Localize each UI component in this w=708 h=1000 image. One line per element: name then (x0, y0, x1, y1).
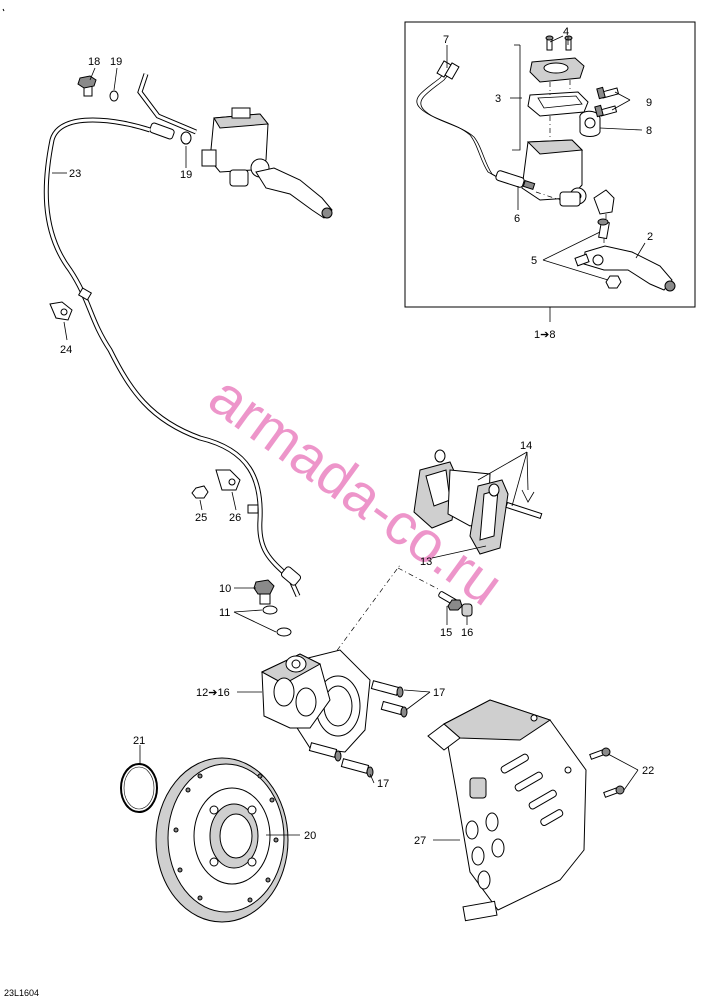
callout-16: 16 (461, 627, 473, 639)
callout-3: 3 (495, 93, 501, 105)
caliper-range-label: 12➔16 (196, 687, 230, 699)
brake-disc (155, 757, 289, 923)
callout-10: 10 (219, 583, 231, 595)
banjo-bolt-top (77, 75, 97, 97)
callout-21: 21 (133, 735, 145, 747)
handlebar-master-cylinder-assembly (77, 73, 333, 219)
drawing-code: 23L1604 (4, 988, 39, 998)
callout-13: 13 (420, 556, 432, 568)
bleeder-screw (438, 591, 463, 611)
callout-27: 27 (414, 835, 426, 847)
o-ring (120, 763, 158, 813)
kit-range-label: 1➔8 (534, 329, 555, 341)
caliper-washer-bottom (276, 627, 292, 637)
callout-9: 9 (646, 97, 652, 109)
brake-pad-set (413, 449, 543, 555)
sealing-washer-top (109, 90, 119, 102)
callout-6: 6 (514, 213, 520, 225)
pad-pin (505, 501, 543, 520)
callout-17-lower: 17 (377, 778, 389, 790)
corner-mark (2, 8, 5, 12)
guard-screws (589, 747, 625, 798)
brake-lever (583, 245, 673, 291)
callout-19-top: 19 (110, 56, 122, 68)
brake-hose (43, 117, 302, 598)
callout-15: 15 (440, 627, 452, 639)
hose-clip-upper (49, 301, 73, 321)
caliper-mounting-bolts (308, 680, 408, 778)
leader-lines (52, 35, 646, 841)
callout-22: 22 (642, 765, 654, 777)
master-cylinder-kit-group (404, 21, 696, 322)
callout-20: 20 (304, 830, 316, 842)
callout-25: 25 (195, 512, 207, 524)
brake-light-switch (495, 170, 536, 191)
brake-lever-assembled (255, 167, 333, 219)
callout-7: 7 (443, 34, 449, 46)
callout-2: 2 (647, 231, 653, 243)
caliper-washer-top (262, 605, 278, 615)
brake-caliper (260, 564, 401, 753)
caliper-guard (427, 699, 587, 922)
callout-5: 5 (531, 255, 537, 267)
callout-26: 26 (229, 512, 241, 524)
hose-clip-nut (191, 485, 209, 499)
cover-screws (545, 35, 573, 51)
callout-4: 4 (563, 26, 569, 38)
callout-labels: 7 4 3 9 8 6 2 5 1➔8 18 19 19 23 24 25 26… (60, 26, 654, 847)
sealing-washer-lower (180, 131, 192, 145)
clamp-bolts (594, 86, 620, 118)
callout-17-upper: 17 (433, 687, 445, 699)
callout-18: 18 (88, 56, 100, 68)
callout-8: 8 (646, 125, 652, 137)
caliper-banjo-bolt (253, 579, 275, 605)
hose-clip-lower (215, 469, 241, 491)
callout-11: 11 (219, 607, 230, 619)
pivot-boot (593, 189, 615, 215)
switch-wire-harness (416, 67, 503, 181)
callout-24: 24 (60, 344, 72, 356)
callout-23: 23 (69, 168, 81, 180)
callout-14: 14 (520, 440, 532, 452)
callout-19-lower: 19 (180, 169, 192, 181)
